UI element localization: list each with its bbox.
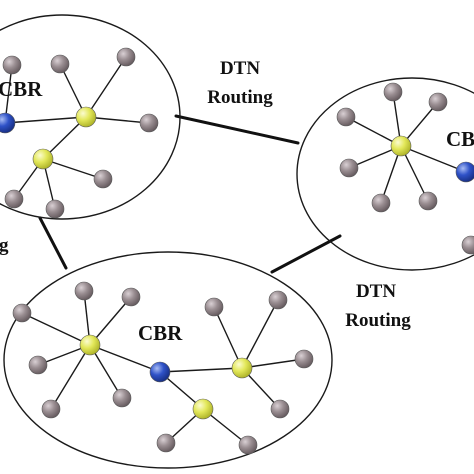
member-node-icon — [428, 92, 448, 112]
member-node-icon — [371, 193, 391, 213]
dtn-link-bottom — [270, 234, 342, 274]
member-node-icon — [156, 433, 176, 453]
member-node-icon — [4, 189, 24, 209]
member-node-icon — [238, 435, 258, 455]
gateway-node-icon — [149, 361, 171, 383]
routing-label-bottom: Routing — [345, 310, 411, 331]
member-node-icon — [204, 297, 224, 317]
member-node-icon — [294, 349, 314, 369]
member-node-icon — [270, 399, 290, 419]
member-node-icon — [383, 82, 403, 102]
member-node-icon — [121, 287, 141, 307]
member-node-icon — [139, 113, 159, 133]
cbr-label-bottom: CBR — [138, 321, 183, 345]
member-node-icon — [45, 199, 65, 219]
cluster-head-node-icon — [390, 135, 412, 157]
gateway-node-icon — [0, 112, 16, 134]
member-node-icon — [28, 355, 48, 375]
cluster-head-node-icon — [79, 334, 101, 356]
cluster-bottom — [3, 251, 333, 469]
member-node-icon — [418, 191, 438, 211]
member-node-icon — [12, 303, 32, 323]
member-node-icon — [74, 281, 94, 301]
routing-label-top: Routing — [207, 87, 273, 108]
cbr-label-top-left: CBR — [0, 77, 43, 101]
member-node-icon — [268, 290, 288, 310]
dtn-link-left — [38, 216, 68, 270]
routing-label-left-fragment: g — [0, 235, 9, 256]
gateway-nodes — [0, 112, 474, 383]
member-node-icon — [50, 54, 70, 74]
member-node-icon — [461, 235, 474, 255]
cluster-head-node-icon — [192, 398, 214, 420]
member-node-icon — [339, 158, 359, 178]
member-node-icon — [2, 55, 22, 75]
member-node-icon — [116, 47, 136, 67]
member-node-icon — [41, 399, 61, 419]
cluster-head-nodes — [32, 106, 412, 420]
dtn-link-top — [174, 114, 300, 145]
gateway-node-icon — [455, 161, 474, 183]
cluster-head-node-icon — [231, 357, 253, 379]
cluster-top-left — [0, 14, 181, 220]
cluster-right — [296, 77, 474, 271]
dtn-label-top: DTN — [220, 58, 260, 79]
member-node-icon — [336, 107, 356, 127]
cluster-head-node-icon — [75, 106, 97, 128]
member-node-icon — [112, 388, 132, 408]
member-nodes — [2, 47, 474, 455]
cbr-label-right: CB — [446, 127, 474, 151]
cluster-head-node-icon — [32, 148, 54, 170]
member-node-icon — [93, 169, 113, 189]
dtn-label-bottom: DTN — [356, 281, 396, 302]
